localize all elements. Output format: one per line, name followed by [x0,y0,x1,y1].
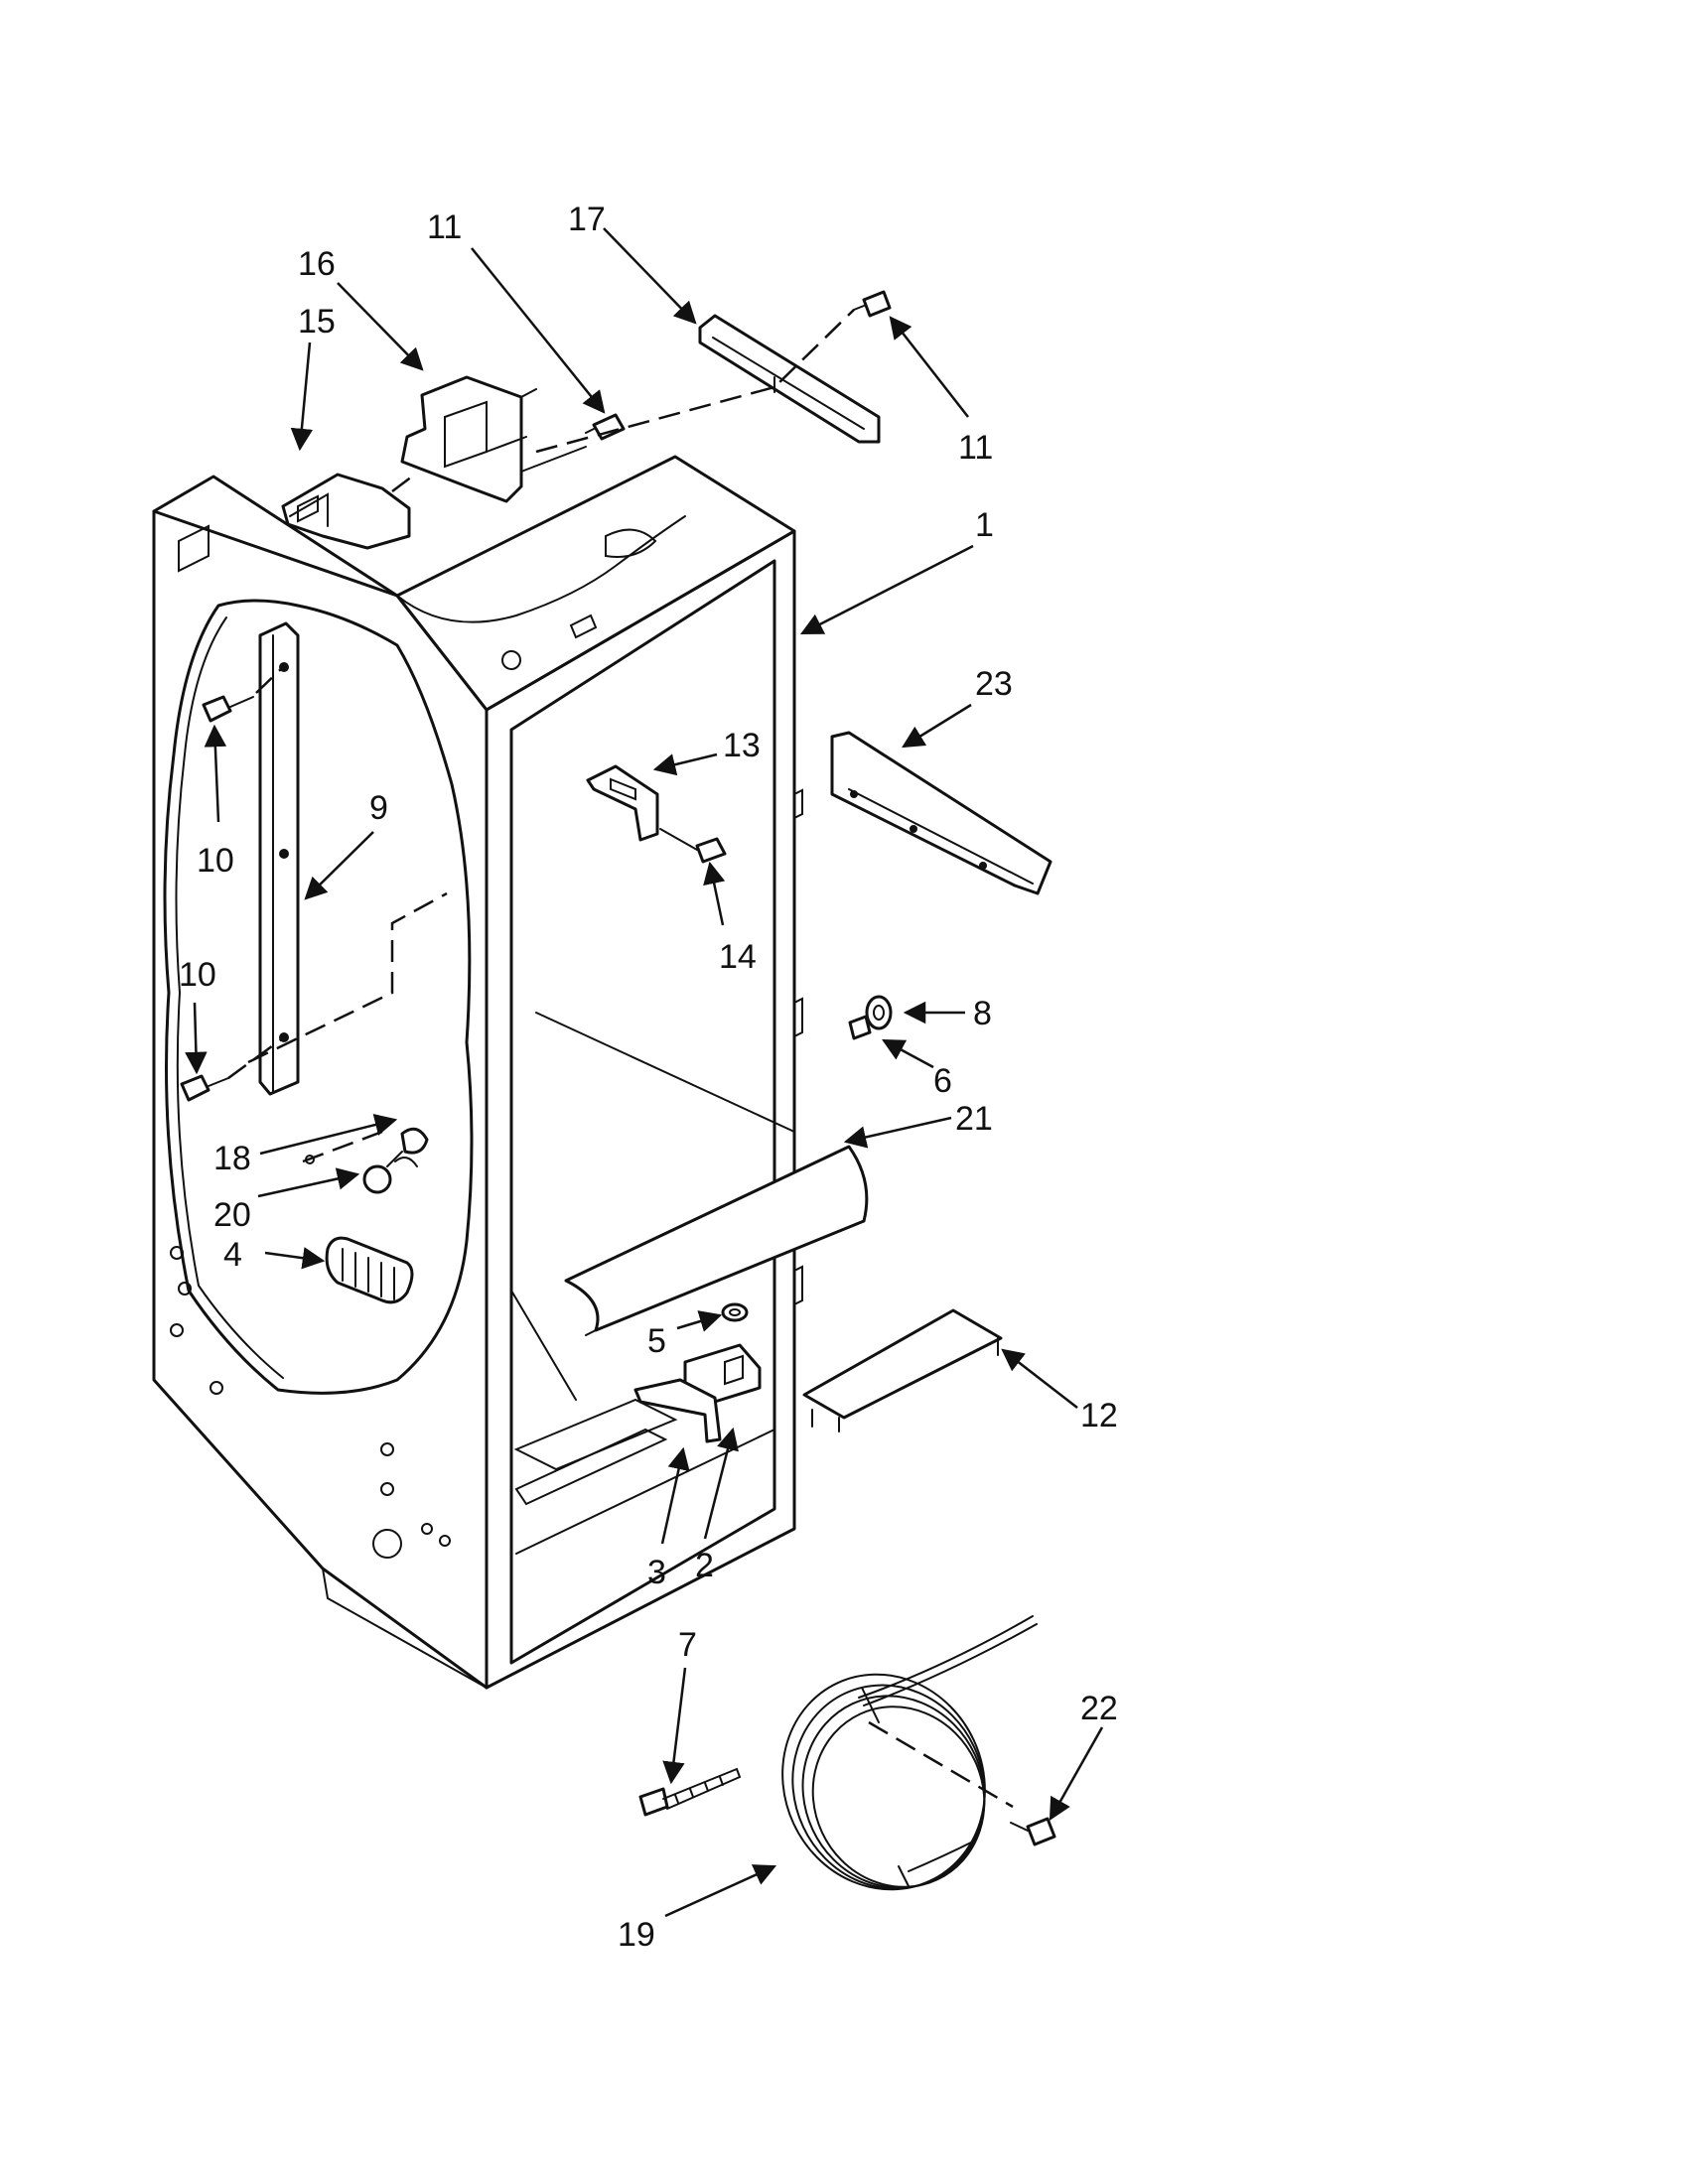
callout-9: 9 [369,789,388,827]
leader-lines [185,227,1104,1918]
bracket-3 [633,1378,722,1443]
water-tubing-coil [781,1615,1038,1891]
callout-3: 3 [647,1554,666,1591]
callout-1: 1 [975,506,994,544]
callout-15: 15 [298,303,336,341]
drawer-rail [830,731,1052,895]
rail-mount-path [247,891,448,1064]
tubing-clip-path [868,1720,1014,1809]
callout-10-upper: 10 [197,842,234,880]
callout-23: 23 [975,665,1013,703]
light-bulb [362,1151,403,1194]
callout-11-right: 11 [958,429,993,467]
top-rail-path [535,309,855,454]
vent-grille [325,1236,414,1304]
callout-12: 12 [1080,1397,1118,1434]
cable-tie [638,1767,742,1817]
callout-13: 13 [723,727,761,764]
callout-11-left: 11 [427,208,462,246]
switch-housing [281,473,411,550]
callout-16: 16 [298,245,336,283]
callout-19: 19 [618,1916,655,1954]
screw-11-left [585,413,626,441]
hinge-screw [659,828,727,864]
screw-path-10-upper [255,666,284,694]
callout-7: 7 [678,1626,697,1664]
bracket-screw-line [520,446,587,473]
callout-2: 2 [695,1547,714,1584]
tubing-screw [1010,1817,1056,1846]
cabinet-liner [152,455,803,1690]
crisper-frame [802,1308,1003,1433]
bracket-line [391,476,413,492]
callout-5: 5 [647,1322,666,1360]
callout-labels: 1 2 3 4 5 6 7 8 9 10 10 11 11 12 13 14 1… [179,201,1118,1954]
screw-11-right [853,290,892,318]
callout-14: 14 [719,938,757,976]
shelf-cover [564,1145,869,1336]
mounting-bracket [400,375,537,503]
light-socket [302,1127,429,1167]
callout-22: 22 [1080,1690,1118,1727]
callout-17: 17 [568,201,606,238]
screw-10-upper [202,695,254,723]
screw-washer [848,995,893,1040]
drain-cap [721,1302,749,1322]
callout-6: 6 [933,1062,952,1100]
top-rail [698,314,881,444]
callout-4: 4 [223,1236,242,1274]
hinge-bracket [586,764,659,842]
callout-10-lower: 10 [179,956,216,994]
callout-21: 21 [955,1100,993,1138]
callout-8: 8 [973,995,992,1032]
shelf-rail [258,621,300,1096]
screw-10-lower [180,1074,229,1102]
callout-18: 18 [213,1140,251,1177]
callout-20: 20 [213,1196,251,1234]
